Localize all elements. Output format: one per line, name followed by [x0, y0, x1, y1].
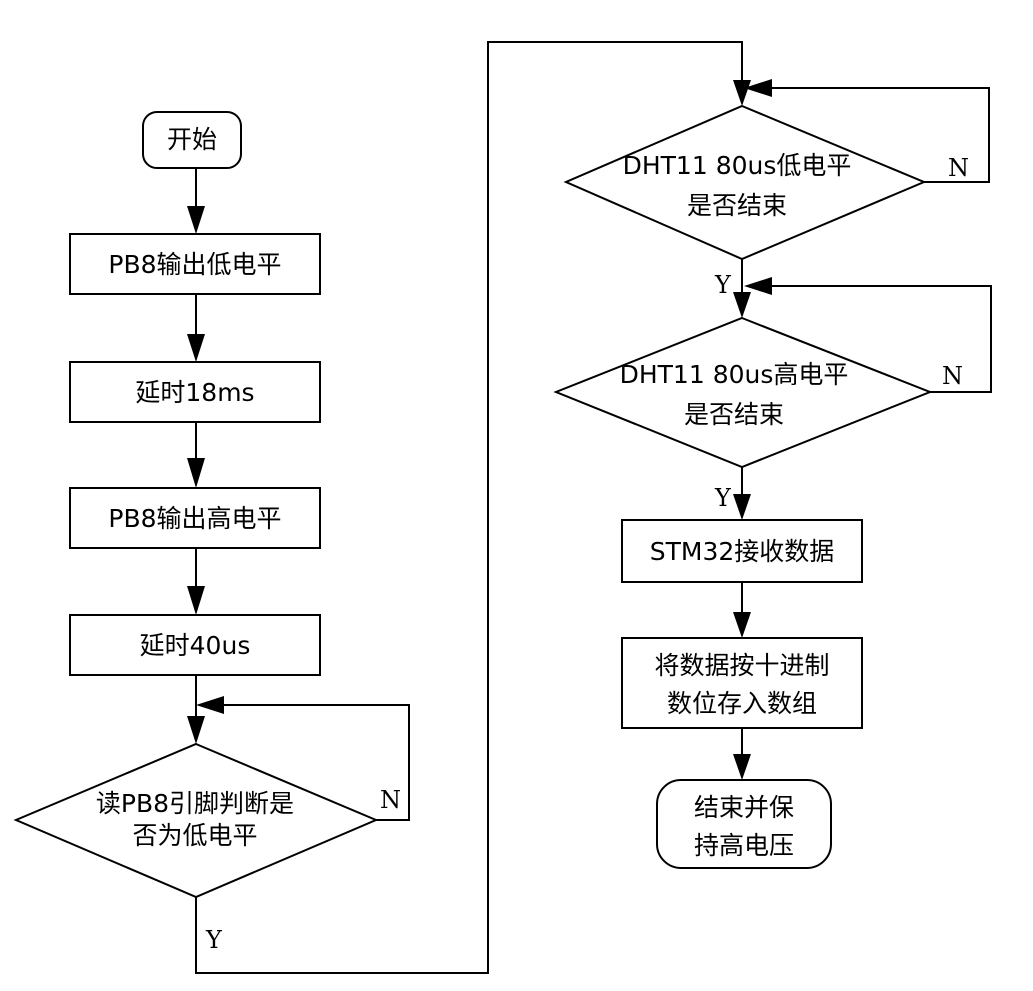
- no-label: N: [380, 786, 401, 814]
- yes-label: Y: [205, 926, 223, 954]
- yes-label: Y: [714, 271, 732, 299]
- arrow-head: [733, 612, 751, 638]
- arrow-head: [733, 754, 751, 780]
- arrow-head: [744, 79, 772, 97]
- end-line2: 持高电压: [694, 831, 794, 860]
- start-label: 开始: [167, 125, 217, 154]
- process-pb8-low-label: PB8输出低电平: [108, 250, 281, 279]
- process-stm32-receive: [621, 519, 863, 583]
- arrow-head: [733, 80, 751, 106]
- decision-80us-high-line1: DHT11 80us高电平: [620, 360, 849, 389]
- loop-no-connector: [770, 87, 990, 183]
- process-pb8-high: [69, 487, 321, 549]
- decision-pb8-low-line1: 读PB8引脚判断是: [96, 789, 294, 818]
- yes-connector: [195, 41, 743, 974]
- process-delay-40us-label: 延时40us: [140, 631, 251, 660]
- process-pb8-high-label: PB8输出高电平: [108, 504, 281, 533]
- arrow-head: [187, 586, 205, 615]
- loop-no-connector: [770, 285, 992, 393]
- arrow-head: [187, 458, 205, 488]
- yes-label: Y: [714, 484, 732, 512]
- end-terminator: [656, 779, 832, 869]
- arrow-head: [196, 696, 224, 714]
- decision-80us-low: [563, 104, 927, 261]
- arrow-head: [733, 494, 751, 520]
- process-delay-18ms-label: 延时18ms: [135, 378, 254, 407]
- arrow-head: [733, 292, 751, 318]
- process-stm32-receive-label: STM32接收数据: [650, 537, 835, 566]
- loop-no-connector: [222, 704, 410, 821]
- arrow-head: [187, 716, 205, 744]
- process-delay-40us: [69, 614, 321, 676]
- decision-80us-low-line1: DHT11 80us低电平: [623, 151, 852, 180]
- no-label: N: [948, 154, 969, 182]
- decision-80us-low-line2: 是否结束: [687, 191, 787, 220]
- no-label: N: [942, 362, 963, 390]
- process-pb8-low: [69, 233, 321, 295]
- process-store-array-line2: 数位存入数组: [667, 689, 817, 718]
- decision-80us-high: [553, 316, 933, 469]
- process-store-array-line1: 将数据按十进制: [654, 651, 829, 680]
- decision-pb8-low-line2: 否为低电平: [132, 821, 257, 850]
- decision-80us-high-line2: 是否结束: [684, 400, 784, 429]
- arrow-head: [187, 334, 205, 362]
- arrow-head: [744, 277, 772, 295]
- arrow-head: [187, 206, 205, 234]
- end-line1: 结束并保: [694, 793, 794, 822]
- start-terminator: [142, 111, 242, 169]
